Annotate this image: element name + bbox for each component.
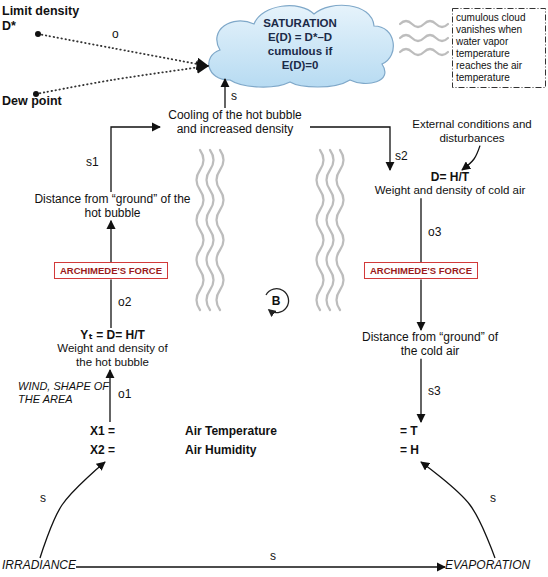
annotation: WIND, SHAPE OF THE AREA bbox=[18, 380, 113, 405]
edge-label: s2 bbox=[395, 150, 408, 164]
air-wave bbox=[317, 150, 324, 310]
node-text: E(D) = D*–D bbox=[268, 31, 332, 45]
air-wave bbox=[327, 150, 334, 310]
flow-arrow bbox=[420, 198, 421, 262]
air-wave bbox=[337, 150, 344, 310]
flow-arrow bbox=[421, 462, 495, 558]
flow-arrow bbox=[111, 127, 160, 192]
flow-arrow bbox=[420, 279, 421, 330]
edge-label: s bbox=[40, 492, 46, 506]
input-label: Dew point bbox=[2, 94, 82, 109]
node-text: X1 = bbox=[90, 424, 115, 438]
note-box: cumulous cloud vanishes when water vapor… bbox=[452, 8, 546, 88]
flow-arrow bbox=[462, 146, 480, 170]
balance-loop-symbol bbox=[266, 289, 289, 313]
flow-arrow bbox=[224, 79, 225, 108]
edge-label: o bbox=[112, 28, 119, 42]
node-text: EVAPORATION bbox=[445, 558, 530, 572]
node-text: cumulous cloud vanishes when water vapor… bbox=[456, 12, 542, 84]
edge-label: o3 bbox=[428, 226, 441, 240]
edge-label: s bbox=[270, 550, 276, 564]
flow-arrow bbox=[40, 462, 105, 558]
node-text: X2 = bbox=[90, 443, 115, 457]
flow-arrow bbox=[109, 370, 110, 422]
flow-arrow bbox=[110, 279, 111, 328]
node-text: Distance from “ground” of the cold air bbox=[360, 330, 500, 359]
edge-label: s1 bbox=[86, 156, 99, 170]
flow-arrow bbox=[420, 359, 421, 422]
node-text: = H bbox=[400, 443, 419, 457]
dotted-arrow bbox=[38, 34, 208, 66]
edge-label: o2 bbox=[118, 296, 131, 310]
node-text: Limit density D* bbox=[2, 4, 92, 34]
vapor-wave bbox=[400, 49, 448, 55]
node-text: SATURATION bbox=[263, 17, 337, 31]
node-text: Yₜ = D= H/T bbox=[55, 328, 170, 342]
cloud-outline bbox=[200, 0, 400, 88]
loop-label: B bbox=[272, 295, 281, 309]
source-label: IRRADIANCE bbox=[2, 558, 76, 572]
node-text: Weight and density of the hot bubble bbox=[55, 342, 170, 370]
node-text: External conditions and disturbances bbox=[402, 118, 542, 146]
edge-label: o1 bbox=[118, 388, 131, 402]
edge-label: s3 bbox=[428, 385, 441, 399]
force-box: ARCHIMEDE'S FORCE bbox=[364, 262, 478, 279]
flow-arrow bbox=[310, 127, 390, 170]
node-text: Cooling of the hot bubble and increased … bbox=[160, 108, 310, 137]
node-text: IRRADIANCE bbox=[2, 558, 76, 572]
cloud-shape bbox=[209, 5, 394, 87]
process-text: Cooling of the hot bubble and increased … bbox=[160, 108, 310, 137]
air-wave bbox=[207, 150, 214, 310]
node-text: Air Temperature bbox=[185, 424, 277, 438]
input-label: Limit density D* bbox=[2, 4, 92, 34]
source-dot bbox=[35, 31, 41, 37]
process-text: Distance from “ground” of the hot bubble bbox=[30, 192, 195, 221]
dashed-border bbox=[453, 9, 546, 88]
edge-label: s bbox=[231, 90, 237, 104]
vapor-wave bbox=[400, 21, 448, 27]
node-text: cumulous if E(D)=0 bbox=[257, 45, 343, 73]
saturation-cloud: SATURATIONE(D) = D*–Dcumulous if E(D)=0 bbox=[200, 0, 400, 88]
air-wave bbox=[197, 150, 204, 310]
dotted-arrow bbox=[36, 66, 208, 94]
process-text: External conditions and disturbances bbox=[402, 118, 542, 146]
node-text: Weight and density of cold air bbox=[370, 184, 530, 198]
node-text: Distance from “ground” of the hot bubble bbox=[30, 192, 195, 221]
process-text: Distance from “ground” of the cold air bbox=[360, 330, 500, 359]
flow-arrow bbox=[110, 221, 111, 262]
node-text: Air Humidity bbox=[185, 443, 256, 457]
process-text: D= H/TWeight and density of cold air bbox=[370, 170, 530, 198]
node-text: D= H/T bbox=[370, 170, 530, 184]
air-wave bbox=[217, 150, 224, 310]
node-text: ARCHIMEDE'S FORCE bbox=[60, 265, 162, 276]
node-text: Dew point bbox=[2, 94, 82, 109]
node-text: ARCHIMEDE'S FORCE bbox=[370, 265, 472, 276]
node-text: = T bbox=[400, 424, 418, 438]
variable-block: X1 = Air Temperature = T X2 = Air Humidity = … bbox=[90, 422, 440, 462]
vapor-wave bbox=[400, 35, 448, 41]
flow-arrow bbox=[76, 566, 445, 567]
edge-label: s bbox=[490, 492, 496, 506]
process-text: Yₜ = D= H/TWeight and density of the hot… bbox=[55, 328, 170, 370]
source-label: EVAPORATION bbox=[445, 558, 530, 572]
force-box: ARCHIMEDE'S FORCE bbox=[54, 262, 168, 279]
